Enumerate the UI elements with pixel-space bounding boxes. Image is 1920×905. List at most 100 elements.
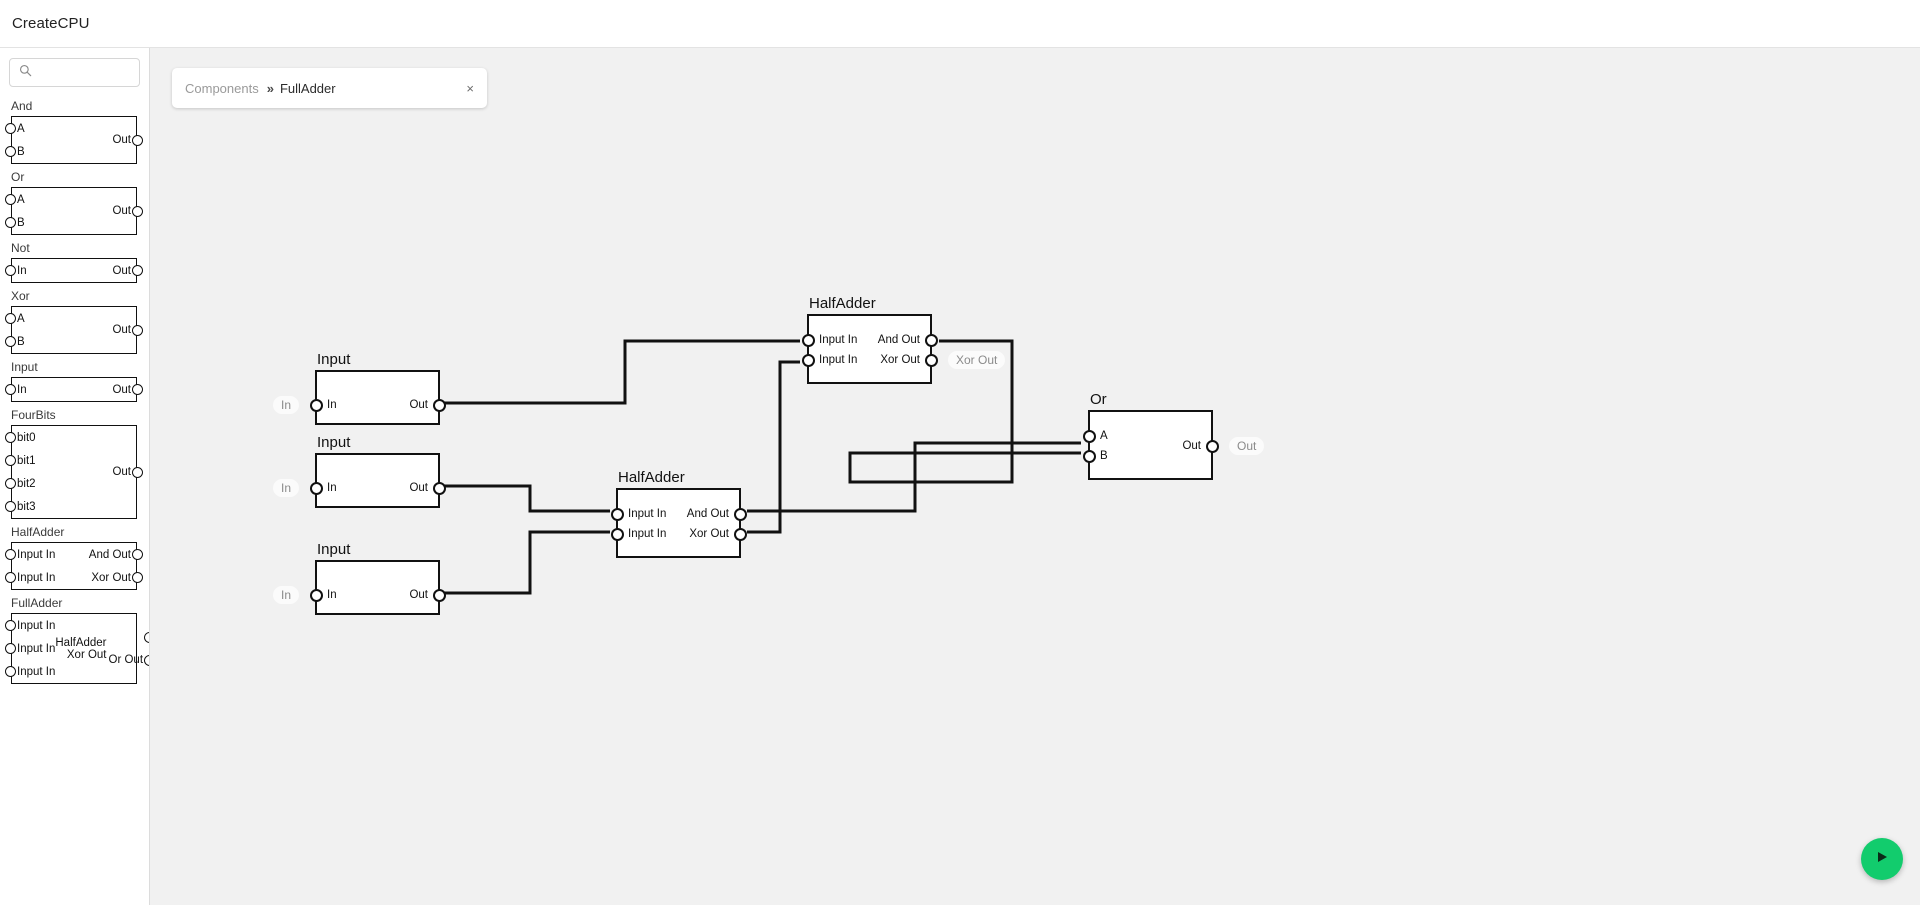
palette-output-pin[interactable] bbox=[109, 626, 149, 649]
pin-icon[interactable] bbox=[132, 572, 143, 583]
pin-icon[interactable] bbox=[5, 123, 16, 134]
pin-icon[interactable] bbox=[144, 631, 149, 643]
pin-icon[interactable] bbox=[132, 384, 143, 395]
palette-input-pin[interactable]: In bbox=[5, 259, 27, 282]
wire[interactable] bbox=[441, 484, 610, 513]
input-pin-icon[interactable] bbox=[1082, 449, 1096, 463]
palette-output-pin[interactable]: Out bbox=[112, 461, 143, 484]
pin-icon[interactable] bbox=[5, 549, 16, 560]
wire[interactable] bbox=[441, 339, 800, 405]
palette-input-pin[interactable]: A bbox=[5, 307, 25, 330]
palette-input-pin[interactable]: Input In bbox=[5, 543, 55, 566]
pin-icon[interactable] bbox=[132, 134, 143, 146]
palette-input-pin[interactable]: B bbox=[5, 211, 25, 234]
pin-icon[interactable] bbox=[5, 146, 16, 157]
breadcrumb-root[interactable]: Components bbox=[185, 80, 259, 96]
wire[interactable] bbox=[441, 530, 610, 595]
pin-icon[interactable] bbox=[5, 455, 16, 466]
palette-output-pin[interactable]: And Out bbox=[89, 543, 143, 566]
palette-input-pin[interactable]: Input In bbox=[5, 660, 55, 683]
run-button[interactable] bbox=[1861, 838, 1903, 880]
palette-output-pin[interactable]: Out bbox=[112, 378, 143, 401]
palette-item-glyph[interactable]: In Out bbox=[5, 258, 143, 283]
palette-input-pin[interactable]: Input In bbox=[5, 637, 55, 660]
pin-icon[interactable] bbox=[132, 265, 143, 276]
palette-output-pin[interactable]: Or Out bbox=[109, 649, 149, 672]
external-pin-chip[interactable]: In bbox=[272, 586, 299, 604]
palette-input-pin[interactable]: bit2 bbox=[5, 472, 36, 495]
palette-input-pin[interactable]: In bbox=[5, 378, 27, 401]
output-pin-icon[interactable] bbox=[733, 527, 747, 541]
pin-icon[interactable] bbox=[5, 313, 16, 324]
palette-output-pin[interactable]: Out bbox=[112, 200, 143, 223]
palette-output-pin[interactable]: Out bbox=[112, 319, 143, 342]
pin-icon[interactable] bbox=[5, 194, 16, 205]
output-pin-icon[interactable] bbox=[432, 588, 446, 602]
close-icon[interactable]: × bbox=[466, 80, 474, 96]
input-pin-icon[interactable] bbox=[309, 398, 323, 412]
external-pin-chip[interactable]: Xor Out bbox=[948, 351, 1006, 369]
search-box[interactable] bbox=[9, 58, 149, 87]
palette-input-pin[interactable]: B bbox=[5, 330, 25, 353]
input-pin-icon[interactable] bbox=[309, 588, 323, 602]
palette-output-pin[interactable]: Out bbox=[112, 129, 143, 152]
external-pin-chip[interactable]: In bbox=[272, 396, 299, 414]
palette-output-pin[interactable]: Out bbox=[112, 259, 143, 282]
input-pin-icon[interactable] bbox=[801, 353, 815, 367]
palette-input-pin[interactable]: bit0 bbox=[5, 426, 36, 449]
pin-icon[interactable] bbox=[144, 654, 149, 666]
palette-input-pin[interactable]: bit3 bbox=[5, 495, 36, 518]
wire[interactable] bbox=[747, 360, 800, 534]
palette-input-pin[interactable]: A bbox=[5, 188, 25, 211]
output-pin-icon[interactable] bbox=[924, 333, 938, 347]
pin-icon[interactable] bbox=[5, 620, 16, 631]
wire[interactable] bbox=[848, 339, 1081, 484]
pin-icon[interactable] bbox=[5, 217, 16, 228]
pin-icon[interactable] bbox=[5, 666, 16, 677]
pin-icon[interactable] bbox=[5, 501, 16, 512]
palette-input-pin[interactable]: Input In bbox=[5, 566, 55, 589]
external-pin-chip[interactable]: Out bbox=[1229, 437, 1265, 455]
pin-icon[interactable] bbox=[5, 432, 16, 443]
palette-input-pin[interactable]: bit1 bbox=[5, 449, 36, 472]
output-pin-icon[interactable] bbox=[924, 353, 938, 367]
pin-icon[interactable] bbox=[5, 643, 16, 654]
input-pin-icon[interactable] bbox=[1082, 429, 1096, 443]
pin-icon[interactable] bbox=[5, 265, 16, 276]
pin-icon[interactable] bbox=[5, 384, 16, 395]
output-pin-icon[interactable] bbox=[432, 481, 446, 495]
search-input[interactable] bbox=[32, 65, 149, 80]
input-pin-icon[interactable] bbox=[610, 527, 624, 541]
external-pin-chip[interactable]: In bbox=[272, 479, 299, 497]
pin-icon[interactable] bbox=[5, 572, 16, 583]
wire[interactable] bbox=[747, 441, 1081, 513]
pin-icon[interactable] bbox=[5, 336, 16, 347]
pin-icon[interactable] bbox=[132, 324, 143, 336]
output-pin-icon[interactable] bbox=[1205, 439, 1219, 453]
palette-input-pin[interactable]: A bbox=[5, 117, 25, 140]
